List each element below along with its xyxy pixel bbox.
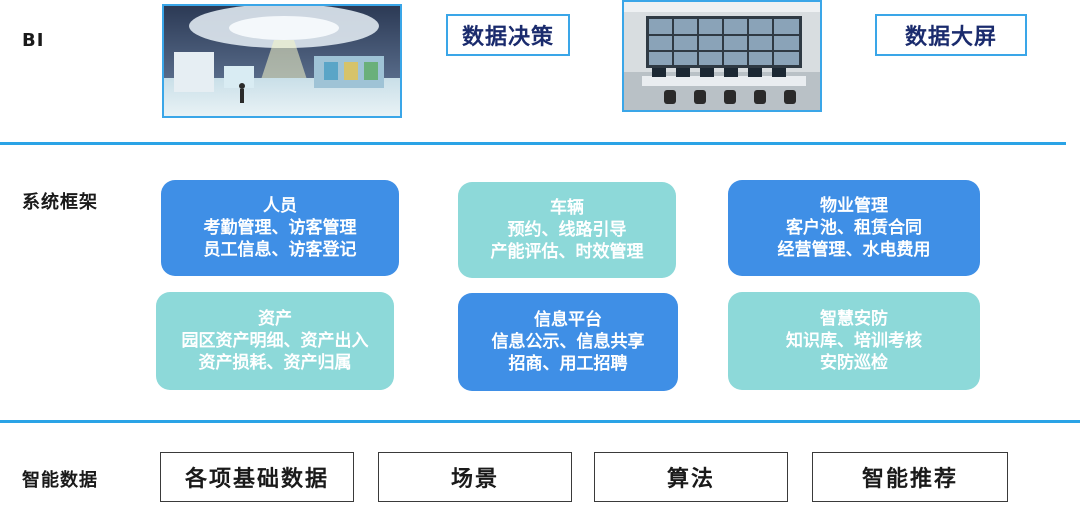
card-line: 客户池、租赁合同: [786, 218, 922, 238]
card-line: 资产损耗、资产归属: [198, 353, 352, 373]
smart-recommendation-box: 智能推荐: [812, 452, 1008, 502]
card-info-platform: 信息平台 信息公示、信息共享 招商、用工招聘: [458, 293, 678, 391]
card-line: 经营管理、水电费用: [777, 240, 931, 260]
card-property-management: 物业管理 客户池、租赁合同 经营管理、水电费用: [728, 180, 980, 276]
bi-row-label: BI: [22, 30, 45, 51]
data-decision-box: 数据决策: [446, 14, 570, 56]
card-title: 智慧安防: [820, 309, 888, 329]
card-personnel: 人员 考勤管理、访客管理 员工信息、访客登记: [161, 180, 399, 276]
card-line: 知识库、培训考核: [786, 331, 922, 351]
card-line: 信息公示、信息共享: [491, 332, 645, 352]
data-screen-box: 数据大屏: [875, 14, 1027, 56]
card-title: 信息平台: [534, 310, 602, 330]
data-row-label: 智能数据: [22, 470, 98, 491]
card-line: 考勤管理、访客管理: [203, 218, 357, 238]
card-line: 员工信息、访客登记: [203, 240, 357, 260]
algorithm-box: 算法: [594, 452, 788, 502]
card-line: 园区资产明细、资产出入: [181, 331, 369, 351]
card-line: 招商、用工招聘: [508, 354, 628, 374]
monitoring-room-illustration: [624, 2, 820, 110]
exhibition-hall-image: [162, 4, 402, 118]
card-vehicle: 车辆 预约、线路引导 产能评估、时效管理: [458, 182, 676, 278]
card-assets: 资产 园区资产明细、资产出入 资产损耗、资产归属: [156, 292, 394, 390]
card-line: 预约、线路引导: [507, 220, 627, 240]
card-title: 物业管理: [820, 196, 888, 216]
card-title: 人员: [263, 196, 297, 216]
card-line: 安防巡检: [820, 353, 888, 373]
scenario-box: 场景: [378, 452, 572, 502]
card-line: 产能评估、时效管理: [490, 242, 644, 262]
card-smart-security: 智慧安防 知识库、培训考核 安防巡检: [728, 292, 980, 390]
divider-top: [0, 142, 1066, 145]
divider-bottom: [0, 420, 1080, 423]
monitoring-room-image: [622, 0, 822, 112]
framework-row-label: 系统框架: [22, 192, 98, 213]
card-title: 车辆: [550, 198, 584, 218]
basic-data-box: 各项基础数据: [160, 452, 354, 502]
exhibition-hall-illustration: [164, 6, 400, 116]
card-title: 资产: [258, 309, 292, 329]
